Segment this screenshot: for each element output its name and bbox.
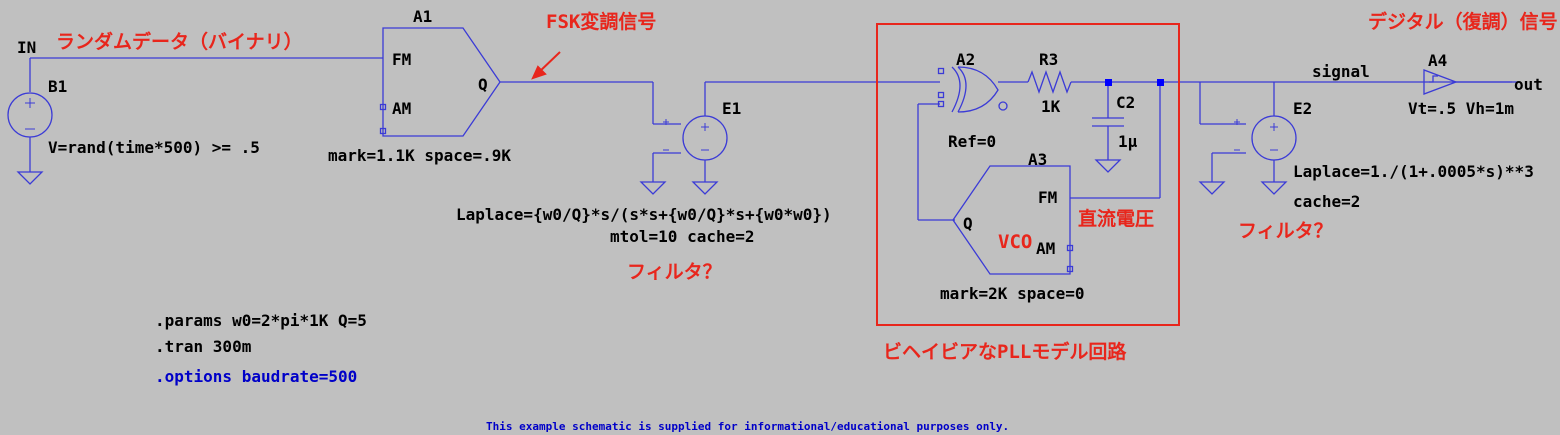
a2-xnor-body-back [957,66,967,113]
r3-value: 1K [1041,97,1061,116]
fsk-arrow-head [531,65,547,80]
ground-e2-left [1198,181,1226,195]
a2-pin [937,67,945,75]
a4-schmitt-mark [1429,75,1438,83]
c2-name: C2 [1116,93,1136,112]
r3-name: R3 [1039,50,1059,69]
a2-xnor-body [957,66,999,113]
a3-pin [1066,265,1074,273]
a2-pin [937,91,945,99]
a1-modulator-symbol [382,27,501,137]
a3-vco-symbol [952,165,1071,275]
annotation-filter-1: フィルタ？ [627,261,722,283]
directive-options: .options baudrate=500 [155,367,358,386]
ground-e2 [1260,181,1288,195]
a1-am-pin [379,103,387,111]
annotation-pll-circuit: ビヘイビアなPLLモデル回路 [883,341,1127,363]
a3-pin-fm: FM [1038,188,1058,207]
a4-buffer-symbol [1423,69,1458,95]
annotation-random-data: ランダムデータ（バイナリ） [56,31,303,53]
a3-pin-am: AM [1036,239,1056,258]
c2-value: 1μ [1118,132,1138,151]
annotation-demod-signal: デジタル（復調）信号 [1368,11,1558,33]
junction-dot [1157,79,1164,86]
a2-xnor-back [951,66,961,113]
a3-name: A3 [1028,150,1048,169]
annotation-fsk-signal: FSK変調信号 [546,11,657,33]
a3-am-pin [1066,244,1074,252]
e2-opts: cache=2 [1293,192,1361,211]
directive-tran: .tran 300m [155,337,252,356]
e1-laplace: Laplace={w0/Q}*s/(s*s+{w0/Q}*s+{w0*w0}) [456,205,832,224]
a4-name: A4 [1428,51,1448,70]
a4-params: Vt=.5 Vh=1m [1408,99,1514,118]
a1-name: A1 [413,7,433,26]
net-label-out: out [1514,75,1543,94]
r3-resistor-symbol [1027,70,1072,94]
a1-pin-q: Q [478,75,488,94]
a2-ref: Ref=0 [948,132,997,151]
footer-disclaimer: This example schematic is supplied for i… [486,420,1010,433]
a3-params: mark=2K space=0 [940,284,1085,303]
a3-pin-q: Q [963,214,973,233]
a1-params: mark=1.1K space=.9K [328,146,512,165]
annotation-filter-2: フィルタ？ [1238,220,1333,242]
a2-inverted-output [998,101,1008,111]
pll-highlight-box [876,23,1180,326]
ground-e1 [691,181,719,195]
net-label-signal: signal [1312,62,1370,81]
a1-pin-am: AM [392,99,412,118]
annotation-vco: VCO [998,231,1033,253]
e2-name: E2 [1293,99,1313,118]
a2-name: A2 [956,50,976,69]
b1-value: V=rand(time*500) >= .5 [48,138,260,157]
net-label-in: IN [17,38,37,57]
a1-pin-fm: FM [392,50,412,69]
e2-laplace: Laplace=1./(1+.0005*s)**3 [1293,162,1534,181]
a1-pin [379,127,387,135]
annotation-dc-voltage: 直流電圧 [1078,208,1155,230]
directive-params: .params w0=2*pi*1K Q=5 [155,311,367,330]
junction-dot [1105,79,1112,86]
ground-e1-left [639,181,667,195]
ground-b1 [16,171,44,185]
e1-name: E1 [722,99,742,118]
e1-opts: mtol=10 cache=2 [610,227,755,246]
e2-source-symbol [1251,115,1297,161]
b1-name: B1 [48,77,68,96]
ground-c2 [1094,159,1122,173]
e1-source-symbol [682,115,728,161]
